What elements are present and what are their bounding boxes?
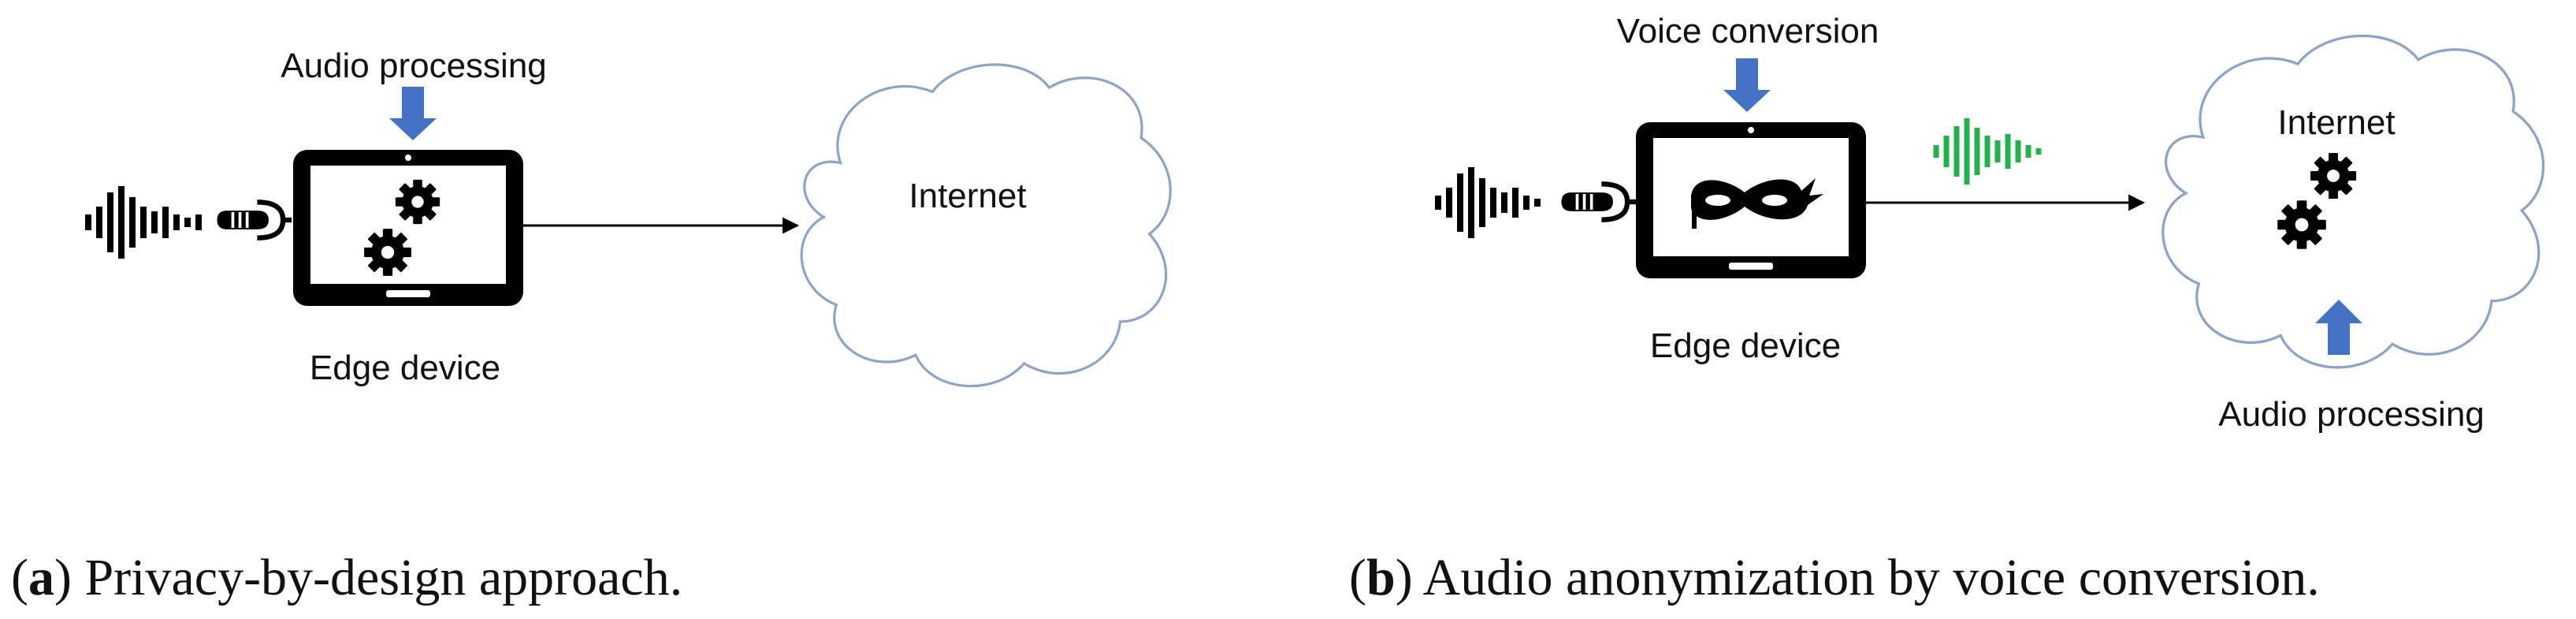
waveform-icon <box>1435 167 1541 238</box>
tablet-icon <box>293 150 523 306</box>
panel-b: Voice conversion <box>1349 12 2545 606</box>
waveform-icon <box>1933 118 2042 185</box>
voice-conversion-label: Voice conversion <box>1617 12 1879 50</box>
microphone-icon <box>217 202 292 237</box>
cloud-icon <box>800 63 1172 388</box>
up-arrow-icon <box>2315 300 2362 355</box>
gear-icon <box>395 179 440 225</box>
internet-label-a: Internet <box>909 177 1026 215</box>
panel-a: Audio processing I <box>11 47 1172 606</box>
gear-icon <box>364 229 411 276</box>
microphone-icon <box>1561 184 1636 219</box>
gear-icon <box>2277 200 2326 249</box>
caption-b: (b) Audio anonymization by voice convers… <box>1349 549 2320 606</box>
mask-icon <box>1691 178 1823 229</box>
gear-icon <box>2310 152 2357 199</box>
edge-device-label-b: Edge device <box>1650 326 1841 365</box>
internet-label-b: Internet <box>2277 103 2395 142</box>
audio-processing-label-b: Audio processing <box>2218 395 2485 434</box>
down-arrow-icon <box>1723 58 1771 112</box>
down-arrow-icon <box>389 87 437 140</box>
audio-processing-label-a: Audio processing <box>281 47 547 85</box>
edge-device-label-a: Edge device <box>310 349 500 387</box>
caption-a: (a) Privacy-by-design approach. <box>11 549 682 606</box>
waveform-icon <box>85 186 202 259</box>
